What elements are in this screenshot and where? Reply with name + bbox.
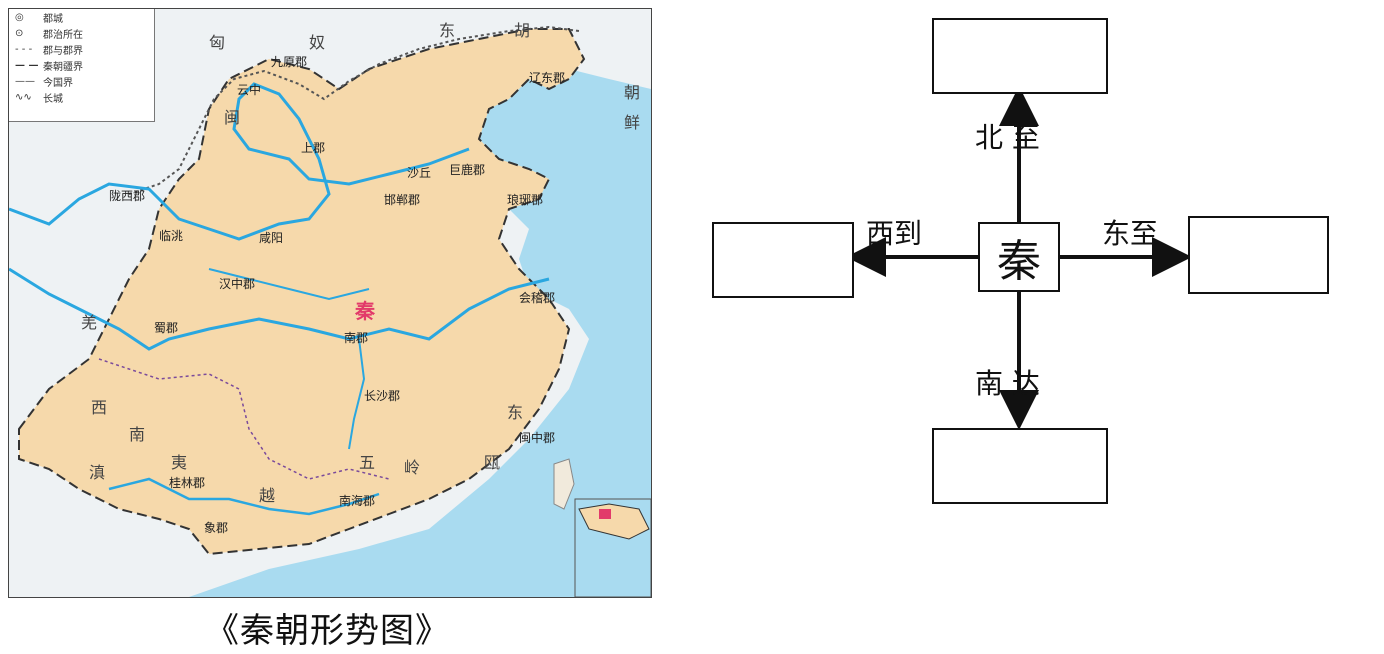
commandery-label: 邯郸郡 <box>384 193 421 207</box>
region-label: 岭 <box>404 458 421 477</box>
region-label: 鲜 <box>624 113 641 132</box>
dashed-fine-line-icon: - - - <box>15 43 33 55</box>
legend-row: - - - 郡与郡界 <box>9 41 154 57</box>
commandery-label: 汉中郡 <box>219 277 256 291</box>
han-river <box>208 268 370 301</box>
south-answer-box[interactable] <box>932 428 1108 504</box>
region-label: 匈 <box>209 33 226 52</box>
west-label: 西到 <box>866 217 923 250</box>
legend-label: 都城 <box>43 13 63 25</box>
region-label: 羌 <box>81 313 98 332</box>
region-label: 南 <box>129 425 146 444</box>
commandery-label: 闽中郡 <box>519 431 556 445</box>
commandery-label: 云中 <box>237 83 262 97</box>
legend-label: 长城 <box>43 93 63 105</box>
legend-label: 郡与郡界 <box>43 45 83 57</box>
commandery-label: 蜀郡 <box>154 321 179 335</box>
commandery-label: 咸阳 <box>259 231 284 245</box>
commandery-label: 巨鹿郡 <box>449 163 486 177</box>
commandery-label: 沙丘 <box>407 166 432 180</box>
legend-row: —— 今国界 <box>9 73 154 89</box>
inset-territory <box>578 503 650 540</box>
commandery-label: 南郡 <box>344 331 369 345</box>
commandery-label: 长沙郡 <box>364 389 401 403</box>
commandery-label: 临洮 <box>159 229 184 243</box>
commandery-seat-icon: ⊙ <box>15 27 24 39</box>
region-label: 滇 <box>89 463 106 482</box>
qin-center-box: 秦 <box>978 222 1060 292</box>
commandery-label: 上郡 <box>301 141 326 155</box>
south-label: 南 达 <box>975 367 1040 400</box>
legend-label: 今国界 <box>43 77 73 89</box>
commandery-label: 象郡 <box>204 521 229 535</box>
north-answer-box[interactable] <box>932 18 1108 94</box>
capital-symbol-icon: ◎ <box>15 11 24 23</box>
commandery-label: 会稽郡 <box>519 291 556 305</box>
great-wall-line <box>128 25 580 195</box>
yellow-river <box>9 82 470 241</box>
yangtze-river <box>9 267 550 351</box>
east-label: 东至 <box>1102 217 1159 250</box>
region-label: 越 <box>259 486 276 505</box>
legend-row: ◎ 都城 <box>9 9 154 25</box>
commandery-label: 桂林郡 <box>169 476 206 490</box>
region-label: 闽 <box>224 108 241 127</box>
great-wall-icon: ∿∿ <box>15 91 32 103</box>
legend-label: 郡治所在 <box>43 29 83 41</box>
inset-highlight <box>599 509 611 519</box>
legend-label: 秦朝疆界 <box>43 61 83 73</box>
legend-row: ∿∿ 长城 <box>9 89 154 105</box>
east-answer-box[interactable] <box>1188 216 1329 294</box>
region-label: 东 <box>439 21 456 40</box>
commandery-label: 辽东郡 <box>529 71 566 85</box>
map-legend: ◎ 都城 ⊙ 郡治所在 - - - 郡与郡界 — — 秦朝疆界 —— 今国界 ∿∿ 长城 <box>9 9 155 122</box>
pearl-river <box>108 477 380 516</box>
legend-row: — — 秦朝疆界 <box>9 57 154 73</box>
region-label: 奴 <box>309 33 326 52</box>
commandery-label: 陇西郡 <box>109 189 146 203</box>
region-label: 朝 <box>624 83 641 102</box>
commandery-label: 南海郡 <box>339 494 376 508</box>
west-answer-box[interactable] <box>712 222 854 298</box>
legend-row: ⊙ 郡治所在 <box>9 25 154 41</box>
dashed-bold-line-icon: — — <box>15 59 39 71</box>
region-label: 西 <box>91 398 108 417</box>
commandery-label: 九原郡 <box>271 55 308 69</box>
commandery-boundary <box>98 358 390 480</box>
north-label: 北 至 <box>975 121 1040 154</box>
region-label: 瓯 <box>484 453 501 472</box>
xiang-river <box>348 338 366 450</box>
map-caption: 《秦朝形势图》 <box>205 611 450 651</box>
commandery-label: 琅琊郡 <box>507 193 544 207</box>
taiwan-island <box>553 458 575 510</box>
region-label: 夷 <box>171 453 188 472</box>
qin-dynasty-map: ◎ 都城 ⊙ 郡治所在 - - - 郡与郡界 — — 秦朝疆界 —— 今国界 ∿∿ 长城 匈… <box>8 8 652 598</box>
region-label: 东 <box>507 403 524 422</box>
region-label: 五 <box>359 453 376 472</box>
region-label: 胡 <box>514 21 531 40</box>
qin-map-label: 秦 <box>355 299 375 323</box>
solid-line-icon: —— <box>15 75 35 87</box>
